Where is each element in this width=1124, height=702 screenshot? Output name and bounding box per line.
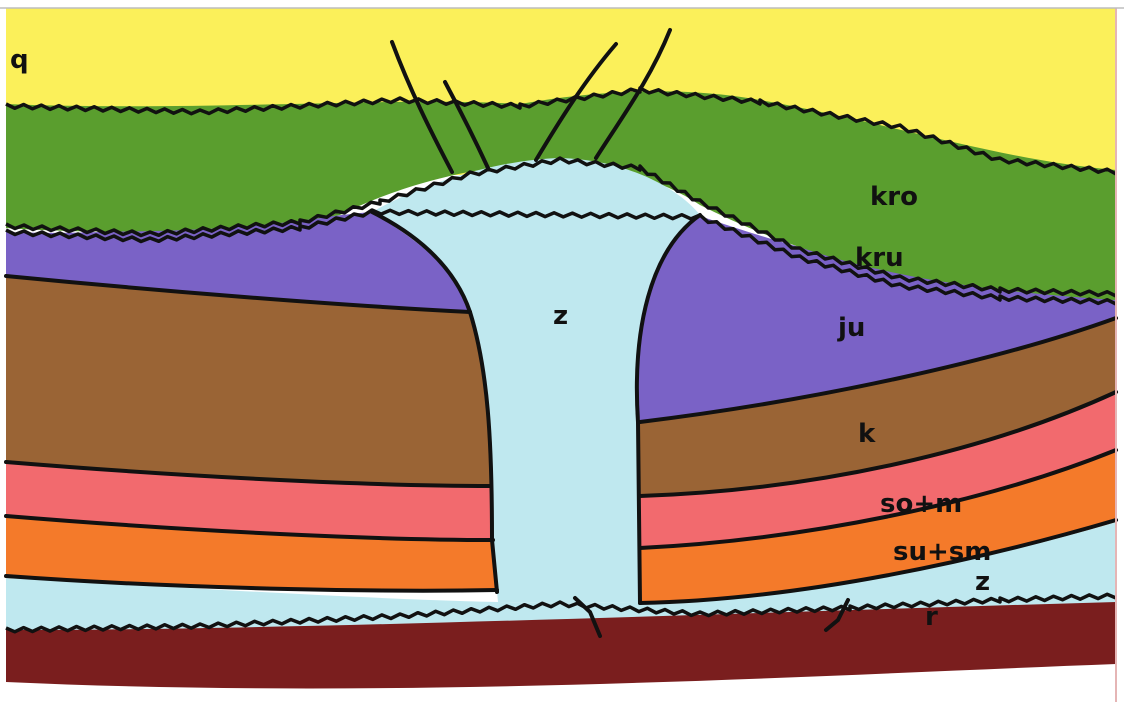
label-k: k <box>858 419 876 449</box>
label-z-base: z <box>975 567 990 597</box>
label-so-m: so+m <box>880 489 962 519</box>
label-su-sm: su+sm <box>893 537 991 567</box>
label-z-dome: z <box>553 301 568 331</box>
label-q: q <box>10 45 29 75</box>
label-r: r <box>925 602 938 632</box>
label-kro: kro <box>870 182 918 212</box>
label-kru: kru <box>855 243 904 273</box>
label-ju: ju <box>837 313 865 343</box>
